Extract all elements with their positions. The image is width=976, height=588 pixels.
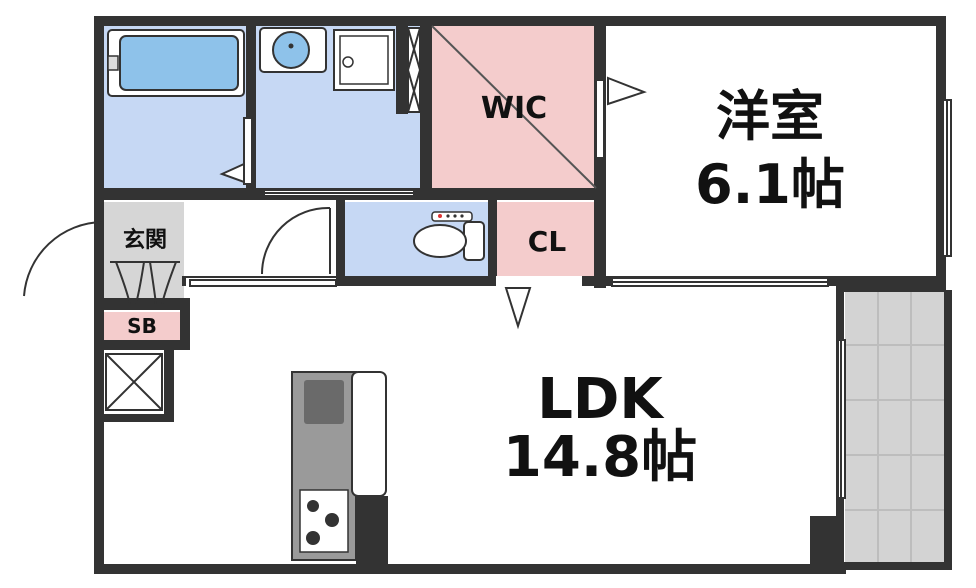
washbasin xyxy=(259,27,327,73)
windows xyxy=(189,79,952,499)
western-room-size: 6.1帖 xyxy=(695,153,845,216)
wic-label: WIC xyxy=(480,91,548,126)
shoe-box-floor xyxy=(104,312,180,340)
storage-box xyxy=(105,353,163,411)
balcony-floor xyxy=(845,290,944,562)
shoe-box-label: SB xyxy=(127,314,157,338)
pipe-space xyxy=(407,27,421,113)
western-room-name: 洋室 xyxy=(716,85,824,148)
washer-space xyxy=(333,29,395,91)
wic-diagonal xyxy=(431,25,597,189)
balcony-grid xyxy=(845,290,944,562)
doors xyxy=(23,76,647,330)
closet-label: CL xyxy=(527,225,567,258)
entrance-label: 玄関 xyxy=(122,228,167,253)
toilet xyxy=(413,211,485,261)
entrance-floor xyxy=(104,202,184,298)
closet-floor xyxy=(497,202,597,276)
bathtub xyxy=(107,29,245,97)
ldk-name: LDK xyxy=(537,367,663,432)
kitchen-counter xyxy=(291,371,387,561)
ldk-size: 14.8帖 xyxy=(502,425,698,490)
